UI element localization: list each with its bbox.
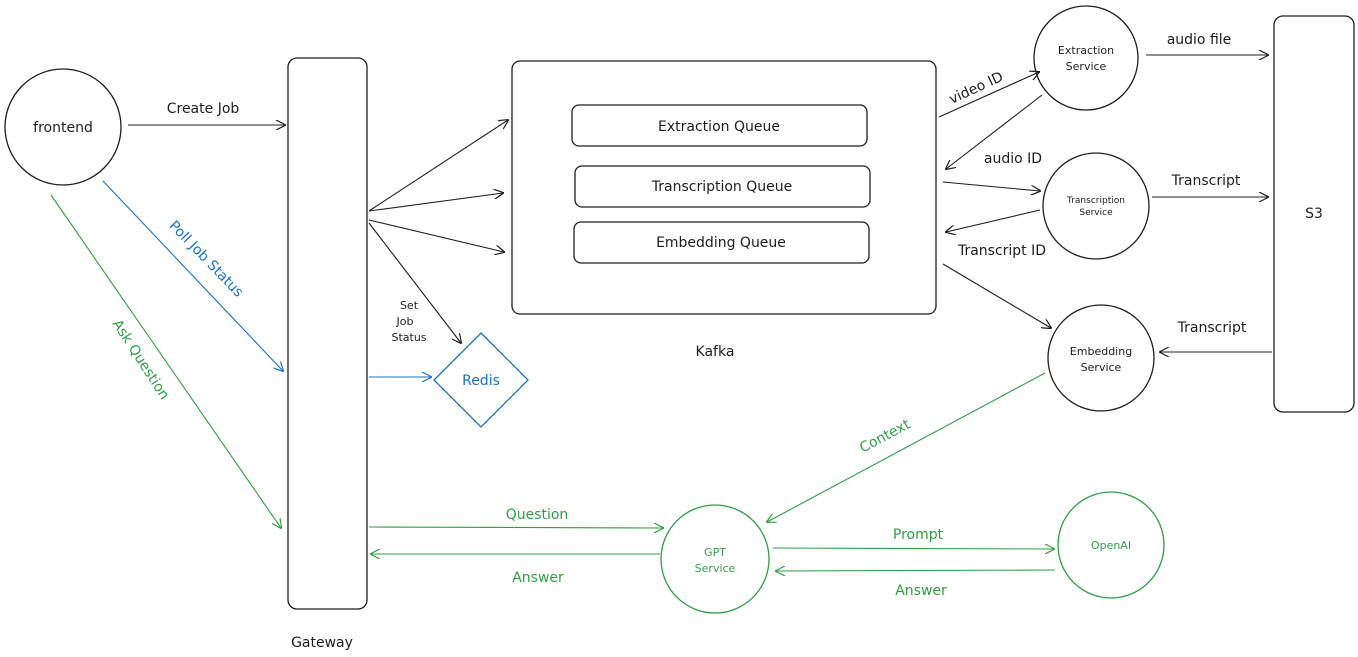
create-job-label: Create Job: [167, 101, 240, 117]
transcription-queue: Transcription Queue: [574, 165, 871, 208]
redis-label: Redis: [462, 373, 500, 389]
embedding-service-node: Embedding Service: [1047, 304, 1155, 412]
edge-prompt: Prompt: [772, 527, 1054, 549]
openai-label: OpenAI: [1091, 539, 1131, 552]
context-label: Context: [857, 416, 913, 456]
s3-label: S3: [1305, 206, 1323, 222]
edge-queue-to-embedding: [942, 263, 1051, 328]
extraction-queue: Extraction Queue: [571, 104, 868, 147]
extraction-queue-label: Extraction Queue: [658, 119, 780, 135]
gateway-label: Gateway: [291, 635, 353, 651]
edge-ask-question: Ask Question: [50, 194, 281, 528]
set-job-status-label-3: Status: [391, 331, 426, 344]
embedding-service-label-1: Embedding: [1070, 345, 1132, 358]
transcript-from-s3-label: Transcript: [1177, 320, 1247, 336]
embedding-queue-label: Embedding Queue: [656, 235, 786, 251]
transcript-id-label: Transcript ID: [957, 243, 1046, 259]
audio-id-label: audio ID: [984, 151, 1042, 167]
kafka-label: Kafka: [696, 344, 735, 360]
frontend-node: frontend: [4, 68, 122, 186]
edge-transcript-id: Transcript ID: [946, 209, 1046, 259]
gpt-service-label-2: Service: [695, 562, 736, 575]
edge-answer-from-openai: Answer: [776, 570, 1056, 599]
audio-file-label: audio file: [1167, 32, 1232, 48]
edge-question: Question: [368, 507, 663, 528]
extraction-service-label-1: Extraction: [1058, 44, 1114, 57]
prompt-label: Prompt: [893, 527, 944, 543]
edge-transcript-from-s3: Transcript: [1160, 320, 1272, 352]
embedding-queue: Embedding Queue: [573, 221, 870, 264]
edge-create-job: Create Job: [128, 101, 285, 125]
ask-question-label: Ask Question: [109, 317, 173, 403]
edge-set-job-status: Set Job Status: [368, 222, 461, 344]
edge-gateway-to-kafka: [368, 120, 508, 252]
edge-audio-file: audio file: [1146, 32, 1268, 55]
question-label: Question: [506, 507, 569, 523]
gpt-service-node: GPT Service: [660, 504, 770, 614]
edge-audio-id: audio ID: [946, 94, 1043, 169]
transcription-service-label-2: Service: [1079, 208, 1113, 218]
kafka-node: Kafka: [511, 60, 937, 360]
embedding-service-label-2: Service: [1081, 361, 1122, 374]
extraction-service-label-2: Service: [1066, 60, 1107, 73]
edge-context: Context: [767, 372, 1046, 522]
transcription-queue-label: Transcription Queue: [651, 179, 793, 195]
set-job-status-label-1: Set: [400, 299, 419, 312]
transcription-service-node: Transcription Service: [1042, 152, 1150, 260]
video-id-label: video ID: [947, 69, 1006, 108]
set-job-status-label-2: Job: [396, 315, 414, 328]
edge-queue-to-transcription: [942, 181, 1040, 191]
transcript-to-s3-label: Transcript: [1171, 173, 1241, 189]
answer-gateway-label: Answer: [512, 570, 564, 586]
edge-answer-to-gateway: Answer: [371, 554, 660, 586]
redis-node: Redis: [433, 332, 529, 428]
extraction-service-node: Extraction Service: [1033, 5, 1139, 111]
gateway-node: Gateway: [287, 57, 368, 651]
frontend-label: frontend: [33, 120, 93, 136]
transcription-service-label-1: Transcription: [1066, 196, 1125, 206]
edge-transcript-to-s3: Transcript: [1152, 173, 1268, 197]
edge-video-id: video ID: [938, 69, 1039, 118]
s3-node: S3: [1273, 15, 1355, 413]
gpt-service-label-1: GPT: [704, 546, 726, 559]
openai-node: OpenAI: [1057, 491, 1165, 599]
answer-openai-label: Answer: [895, 583, 947, 599]
